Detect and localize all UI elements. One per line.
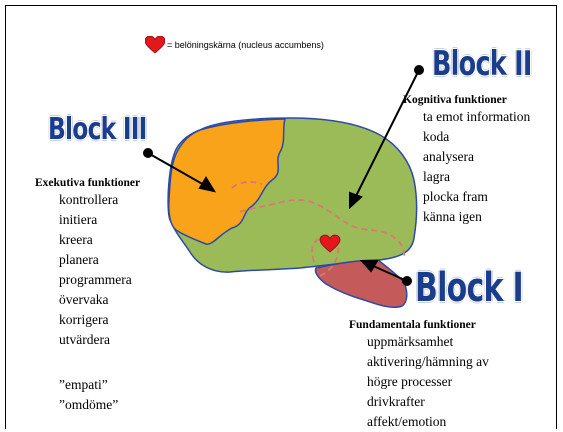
block2-item: känna igen [423,207,530,227]
block3-extra: ”empati” ”omdöme” [59,375,118,415]
block3-item: korrigera [59,310,140,330]
block1-functions: Fundamentala funktioner uppmärksamhet ak… [349,318,489,432]
block3-item: planera [59,250,140,270]
block2-item: plocka fram [423,187,530,207]
block3-heading: Exekutiva funktioner [35,176,140,190]
block2-item: lagra [423,167,530,187]
block2-item: analysera [423,147,530,167]
block3-extra-item: ”empati” [59,375,118,395]
block3-item: utvärdera [59,330,140,350]
block1-item: drivkrafter [367,392,489,412]
block1-item: högre processer [367,372,489,392]
brainstem [315,260,406,307]
block3-item: övervaka [59,290,140,310]
block3-item: kontrollera [59,190,140,210]
block2-item: koda [423,127,530,147]
block3-extra-item: ”omdöme” [59,395,118,415]
block3-functions: Exekutiva funktioner kontrollera initier… [35,176,140,350]
block1-heading: Fundamentala funktioner [349,318,489,332]
block3-item: kreera [59,230,140,250]
block2-item: ta emot information [423,107,530,127]
block1-item: affekt/emotion [367,412,489,432]
block1-item: aktivering/hämning av [367,352,489,372]
block3-item: programmera [59,270,140,290]
block1-item: uppmärksamhet [367,332,489,352]
block2-title: Block II [432,44,532,84]
block3-item: initiera [59,210,140,230]
block1-title: Block I [415,265,523,311]
block3-title: Block III [48,112,147,147]
block2-functions: Kognitiva funktioner ta emot information… [403,93,530,227]
block2-heading: Kognitiva funktioner [403,93,530,107]
